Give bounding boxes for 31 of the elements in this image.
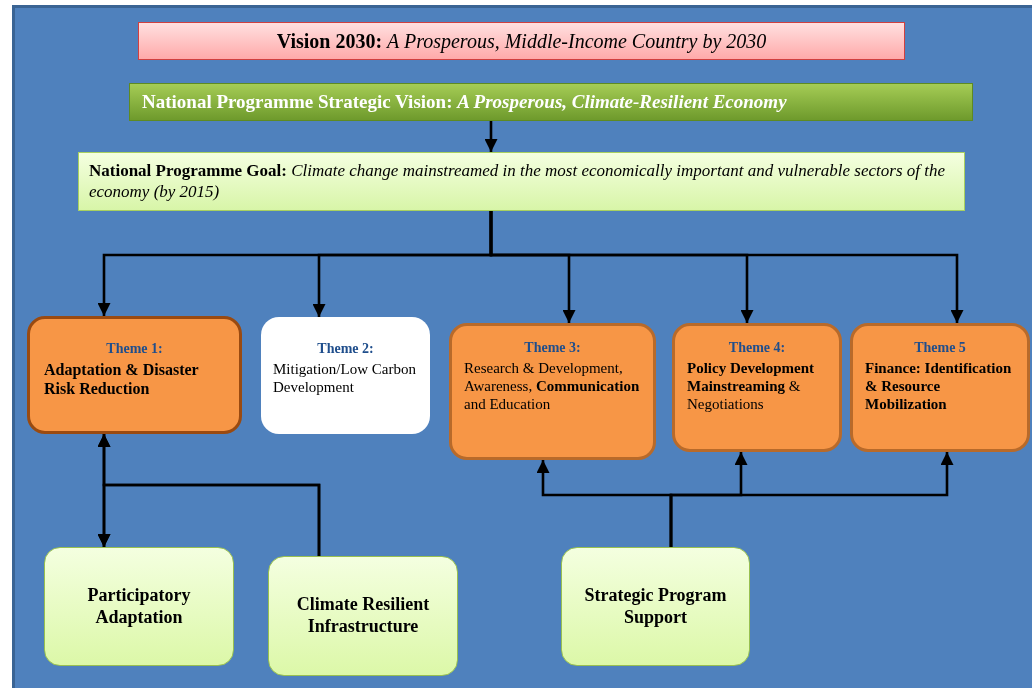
theme-heading: Theme 1: xyxy=(105,341,164,358)
connector-arrow xyxy=(484,121,498,152)
theme-heading: Theme 4: xyxy=(727,340,787,357)
goal-box xyxy=(78,152,965,211)
box-text: National Programme Strategic Vision: A Prosperous, Climate-Resilient Economy xyxy=(142,90,788,114)
theme-description: Finance: Identification & Resource Mobilization xyxy=(865,358,1013,413)
theme-heading: Theme 5 xyxy=(913,340,967,357)
theme-box xyxy=(850,323,1030,452)
connector-arrow xyxy=(669,452,954,547)
theme-heading: Theme 3: xyxy=(523,340,582,357)
box-text: Climate Resilient Infrastructure xyxy=(295,594,431,638)
theme-description: Research & Development, Awareness, Communication and Education xyxy=(464,358,641,413)
connector-arrow xyxy=(97,483,321,556)
theme-description: Policy Development Mainstreaming & Negotiations xyxy=(687,358,816,413)
strategic-vision-banner xyxy=(129,83,973,121)
box-text: Strategic Program Support xyxy=(583,584,728,629)
component-box xyxy=(561,547,750,666)
component-box xyxy=(268,556,458,676)
theme-description: Adaptation & Disaster Risk Reduction xyxy=(44,359,200,399)
component-box xyxy=(44,547,234,666)
theme-description: Mitigation/Low Carbon Development xyxy=(273,359,417,396)
box-text: Participatory Adaptation xyxy=(86,584,192,629)
connector-arrow xyxy=(489,211,964,323)
vision-banner xyxy=(138,22,905,60)
box-text: Vision 2030: A Prosperous, Middle-Income Country by 2030 xyxy=(276,29,767,53)
theme-box xyxy=(672,323,842,452)
theme-box xyxy=(449,323,656,460)
theme-box xyxy=(261,317,430,434)
theme-box xyxy=(27,316,242,434)
theme-heading: Theme 2: xyxy=(316,341,375,358)
box-text: National Programme Goal: Climate change mainstreamed in the most economically important and vulnerable sectors of the economy (by 2015) xyxy=(89,161,946,202)
